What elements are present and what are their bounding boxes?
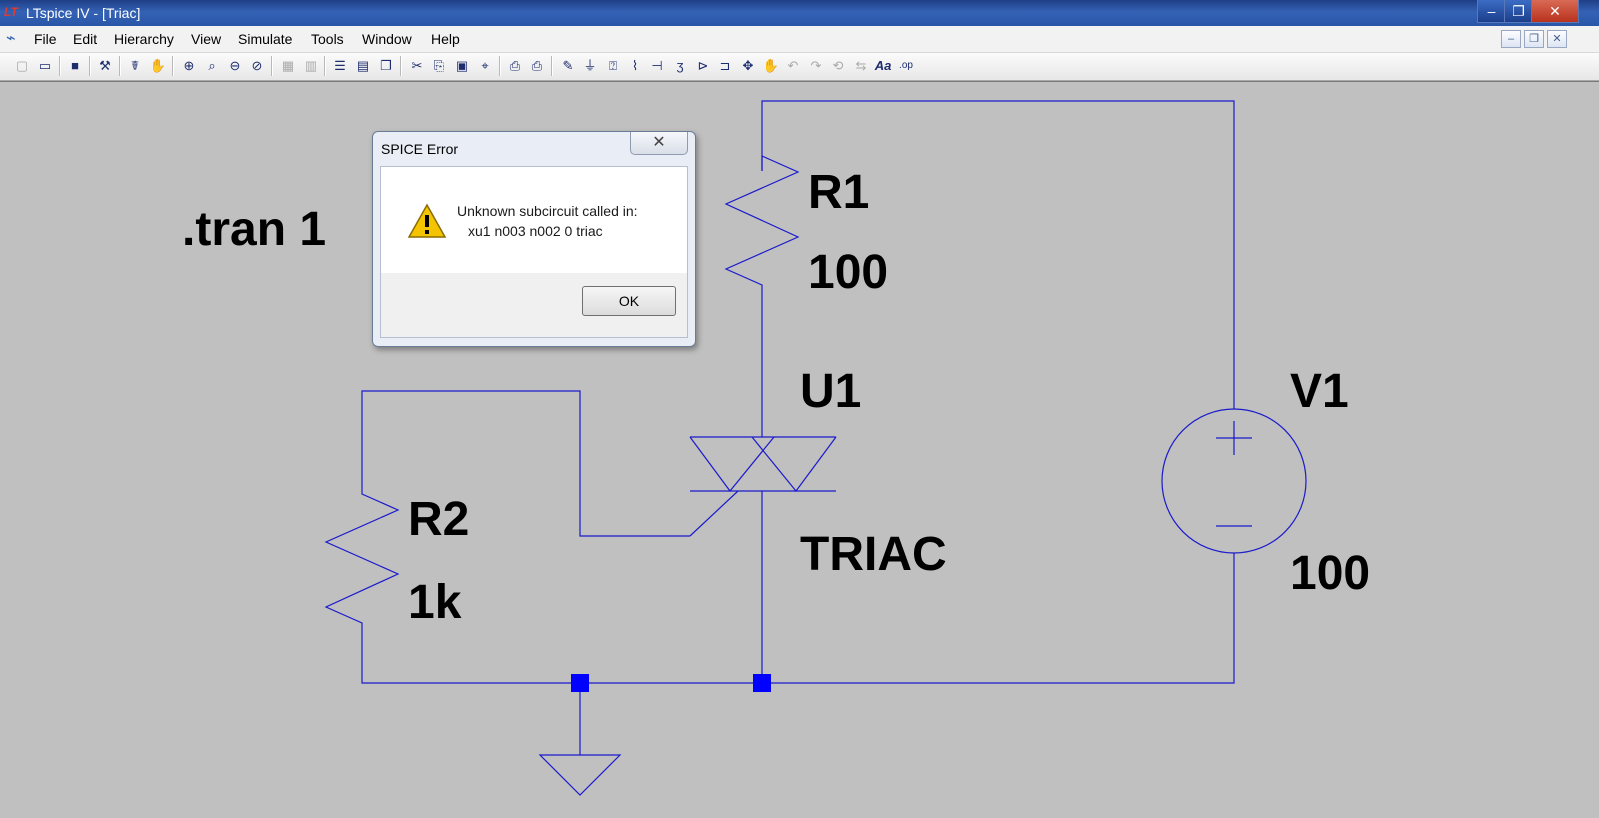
undo-icon[interactable]: ↶ [787,58,799,73]
tile-icon[interactable]: ▥ [304,58,318,73]
wire-icon[interactable]: ✎ [562,58,574,73]
ok-button[interactable]: OK [582,286,676,316]
window-title: LTspice IV - [Triac] [26,5,141,21]
paste-icon[interactable]: ▣ [455,58,469,73]
schematic-doc-icon[interactable]: ⌁ [6,30,16,47]
rotate-icon[interactable]: ⟲ [832,58,844,73]
menu-hierarchy[interactable]: Hierarchy [114,31,174,47]
r1-value-label[interactable]: 100 [808,246,889,299]
capacitor-icon[interactable]: ⊣ [651,58,663,73]
v1-name-label[interactable]: V1 [1290,365,1349,418]
mdi-close-button[interactable]: ✕ [1547,30,1567,48]
copy-icon[interactable]: ⎘ [433,58,445,73]
dialog-title: SPICE Error [381,141,459,157]
r2-value-label[interactable]: 1k [408,576,462,629]
tile-horizontal-icon[interactable]: ☰ [334,58,346,73]
menu-tools[interactable]: Tools [311,31,344,47]
zoom-in-icon[interactable]: ⊕ [183,58,195,73]
mirror-icon[interactable]: ⇆ [855,58,867,73]
save-icon[interactable]: ■ [71,58,79,73]
new-schematic-icon[interactable]: ▢ [15,58,29,73]
find-icon[interactable]: ⌖ [481,58,489,73]
cut-icon[interactable]: ✂ [411,58,423,73]
toolbar: ▢ ▭ ■ ⚒ ☤ ✋ ⊕ ⌕ ⊖ ⊘ ▦ ▥ ☰ ▤ ❐ ✂ ⎘ ▣ ⌖ ⎙ … [0,53,1599,81]
resistor-r2-symbol [324,481,400,631]
junction-dot-ground [571,674,589,692]
dialog-close-button[interactable]: ✕ [630,132,688,155]
wire-bottom [361,553,1235,684]
menu-view[interactable]: View [191,31,222,47]
zoom-area-icon[interactable]: ⌕ [208,58,216,73]
wire-top [761,100,1235,409]
move-icon[interactable]: ✥ [742,58,754,73]
control-panel-icon[interactable]: ⚒ [99,58,111,73]
wire-gate [361,390,690,537]
pan-hand-icon[interactable]: ✋ [149,58,167,73]
triac-u1-symbol [689,436,837,537]
menu-edit[interactable]: Edit [73,31,98,47]
tile-vertical-icon[interactable]: ▤ [356,58,370,73]
menu-window[interactable]: Window [362,31,412,47]
inductor-icon[interactable]: ʒ [676,58,684,73]
mdi-minimize-button[interactable]: – [1501,30,1521,48]
window-maximize-button[interactable]: ❐ [1504,0,1533,23]
ground-icon[interactable]: ⏚ [583,58,597,73]
spice-directive-icon[interactable]: .op [899,60,913,71]
v1-value-label[interactable]: 100 [1290,547,1371,600]
zoom-fit-icon[interactable]: ⊘ [251,58,263,73]
redo-icon[interactable]: ↷ [810,58,822,73]
window-close-button[interactable]: ✕ [1531,0,1579,23]
move-hand-icon[interactable]: ✋ [762,58,780,73]
label-net-icon[interactable]: ⍰ [609,58,617,73]
diode-icon[interactable]: ⊳ [697,58,709,73]
resistor-r1-symbol [724,155,800,301]
schematic-canvas[interactable] [0,81,1599,818]
zoom-out-icon[interactable]: ⊖ [229,58,241,73]
r1-name-label[interactable]: R1 [808,166,870,219]
resistor-icon[interactable]: ⌇ [631,58,639,73]
text-icon[interactable]: Aa [874,58,892,73]
dialog-button-area: OK [380,273,688,338]
u1-name-label[interactable]: U1 [800,365,862,418]
u1-value-label[interactable]: TRIAC [800,528,947,581]
dialog-message-line2: xu1 n003 n002 0 triac [468,223,603,239]
voltage-source-v1-symbol [1161,408,1307,554]
r2-name-label[interactable]: R2 [408,493,470,546]
spice-directive-text[interactable]: .tran 1 [182,203,327,256]
dialog-message-line1: Unknown subcircuit called in: [457,203,638,219]
cascade-icon[interactable]: ❐ [380,58,392,73]
schematic-drawing [324,100,1307,796]
spice-error-dialog: SPICE Error ✕ Unknown subcircuit called … [372,131,696,347]
autorange-icon[interactable]: ▦ [281,58,295,73]
title-bar: LT LTspice IV - [Triac] – ❐ ✕ [0,0,1599,26]
warning-icon [407,203,447,238]
mdi-restore-button[interactable]: ❐ [1524,30,1544,48]
open-icon[interactable]: ▭ [38,58,52,73]
component-icon[interactable]: ⊐ [719,58,731,73]
print-setup-icon[interactable]: ⎙ [509,58,521,73]
menu-help[interactable]: Help [431,31,460,47]
window-minimize-button[interactable]: – [1477,0,1506,23]
ltspice-logo-icon: LT [4,5,18,19]
menu-file[interactable]: File [34,31,57,47]
print-icon[interactable]: ⎙ [531,58,543,73]
junction-dot-triac [753,674,771,692]
run-icon[interactable]: ☤ [130,58,140,73]
menu-bar: ⌁ File Edit Hierarchy View Simulate Tool… [0,26,1599,53]
menu-simulate[interactable]: Simulate [238,31,293,47]
ground-symbol [538,754,622,796]
dialog-message-area: Unknown subcircuit called in: xu1 n003 n… [380,166,688,274]
